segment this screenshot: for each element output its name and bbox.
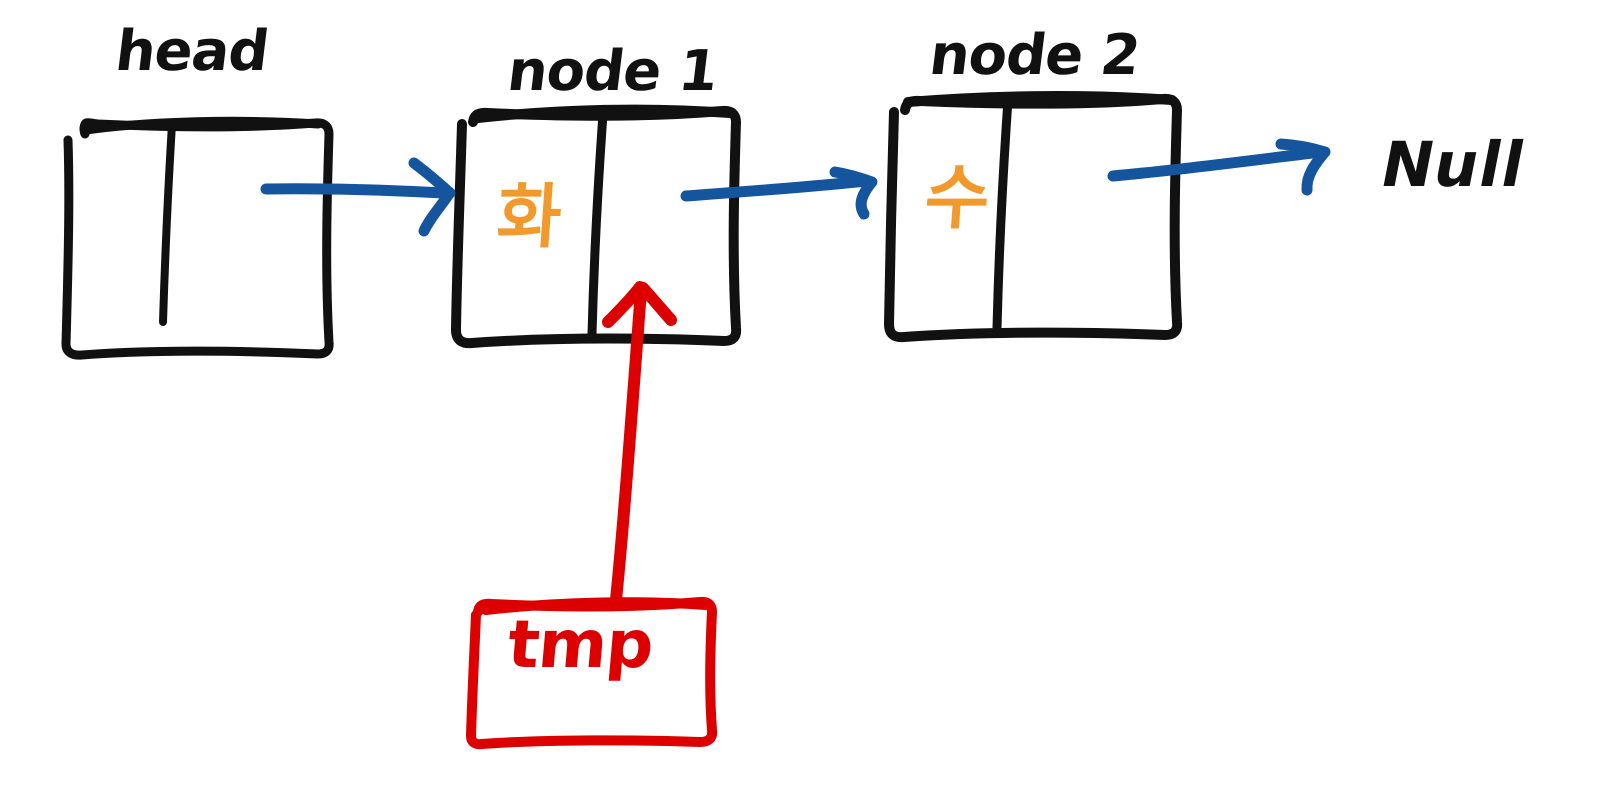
node-label-node1: node 1 bbox=[504, 39, 721, 104]
arrow-shaft bbox=[260, 183, 450, 199]
arrow-node1-to-node2 bbox=[680, 166, 878, 220]
arrow-node2-to-null bbox=[1107, 138, 1331, 196]
node-label-head: head bbox=[112, 19, 272, 84]
arrow-head-lower-barb bbox=[418, 188, 455, 237]
node1-box-outline bbox=[451, 105, 742, 349]
node2-box-top-edge bbox=[903, 91, 1177, 107]
node-box-head[interactable] bbox=[61, 116, 334, 360]
node-value-node2: 수 bbox=[922, 157, 993, 239]
node2-cell-divider bbox=[992, 95, 1013, 333]
head-box-top-edge bbox=[81, 116, 323, 135]
head-box-outline bbox=[61, 118, 334, 360]
arrow-shaft bbox=[680, 175, 872, 202]
arrow-head-lower-barb bbox=[855, 177, 877, 220]
arrow-head-to-node1 bbox=[260, 157, 456, 237]
tmp-box-top-edge bbox=[481, 597, 711, 615]
arrow-shaft bbox=[1107, 146, 1326, 182]
arrow-head-right-barb bbox=[637, 282, 677, 326]
tmp-pointer-label: tmp bbox=[504, 606, 656, 683]
node2-box-outline bbox=[884, 93, 1183, 343]
head-cell-divider bbox=[159, 120, 176, 326]
arrow-shaft bbox=[610, 284, 647, 606]
pointer-box-tmp[interactable] bbox=[466, 596, 718, 750]
null-terminal-label: Null bbox=[1375, 128, 1532, 201]
node-value-node1: 화 bbox=[494, 176, 565, 258]
arrow-head-lower-barb bbox=[1301, 147, 1330, 196]
node-box-node1[interactable] bbox=[451, 104, 742, 349]
arrow-tmp-to-node1 bbox=[602, 281, 677, 606]
node1-cell-divider bbox=[587, 109, 608, 339]
node-box-node2[interactable] bbox=[884, 91, 1183, 343]
node-label-node2: node 2 bbox=[926, 23, 1143, 88]
